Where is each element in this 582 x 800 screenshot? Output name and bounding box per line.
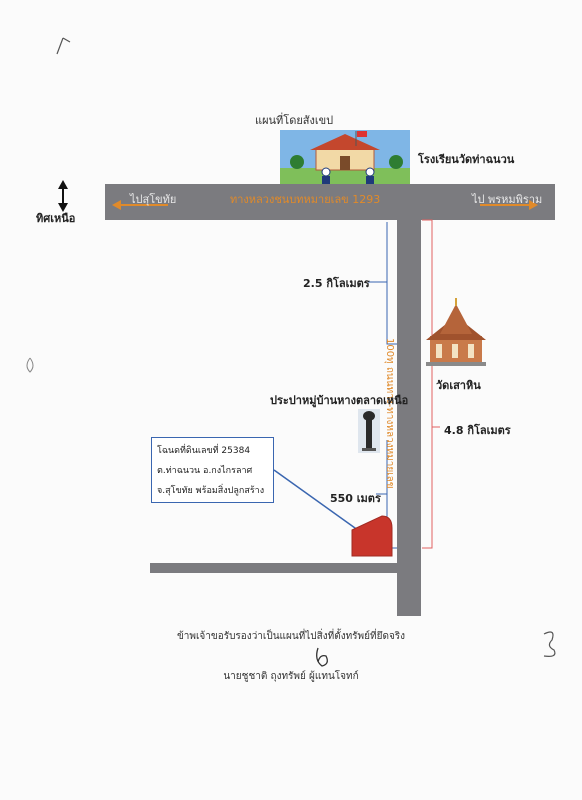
deed-line-1: โฉนดที่ดินเลขที่ 25384 (157, 446, 251, 456)
side-road (397, 219, 421, 616)
direction-right-label: ไป พรหมพิราม (472, 193, 543, 206)
north-label: ทิศเหนือ (36, 212, 76, 225)
deed-box: โฉนดที่ดินเลขที่ 25384 ต.ท่าฉนวน อ.กงไกร… (151, 437, 274, 503)
distance-line-2 (422, 219, 433, 549)
certification-text: ข้าพเจ้าขอรับรองว่าเป็นแผนที่ไปสิ่งที่ตั… (176, 631, 406, 642)
deed-line-3: จ.สุโขทัย พร้อมสิ่งปลูกสร้าง (157, 486, 265, 496)
distance-label-1: 2.5 กิโลเมตร (303, 277, 370, 290)
map-title: แผนที่โดยสังเขป (255, 114, 334, 127)
water-tower-icon (358, 409, 380, 453)
water-tower-label: ประปาหมู่บ้านหางตลาดเหนือ (270, 394, 409, 407)
direction-left-label: ไปสุโขทัย (130, 193, 177, 206)
lower-road (150, 563, 400, 573)
signer-name: นายชูชาติ ถุงทรัพย์ ผู้แทนโจทก์ (223, 671, 359, 682)
pen-mark-left (26, 357, 34, 373)
arrow-left-icon (112, 200, 168, 210)
temple-label: วัดเสาหิน (436, 379, 481, 392)
pen-mark-top (56, 37, 71, 55)
main-road (105, 184, 555, 220)
temple-icon (426, 298, 486, 366)
school-picture (280, 130, 410, 184)
deed-pointer-line (273, 469, 363, 534)
signature (316, 647, 328, 667)
pen-mark-right (543, 631, 556, 657)
distance-label-2: 4.8 กิโลเมตร (444, 424, 511, 437)
north-arrow-icon (58, 180, 68, 212)
side-road-label: 100ทุ ถนนทาง-ทางหลวงหมายเลข (384, 338, 395, 489)
main-road-label: ทางหลวงชนบทหมายเลข 1293 (230, 193, 381, 206)
arrow-right-icon (480, 200, 538, 210)
deed-line-2: ต.ท่าฉนวน อ.กงไกรลาศ (157, 466, 253, 476)
distance-line-1 (386, 222, 397, 345)
land-plot (351, 515, 393, 557)
distance-label-3: 550 เมตร (330, 492, 381, 505)
school-label: โรงเรียนวัดท่าฉนวน (418, 153, 515, 166)
